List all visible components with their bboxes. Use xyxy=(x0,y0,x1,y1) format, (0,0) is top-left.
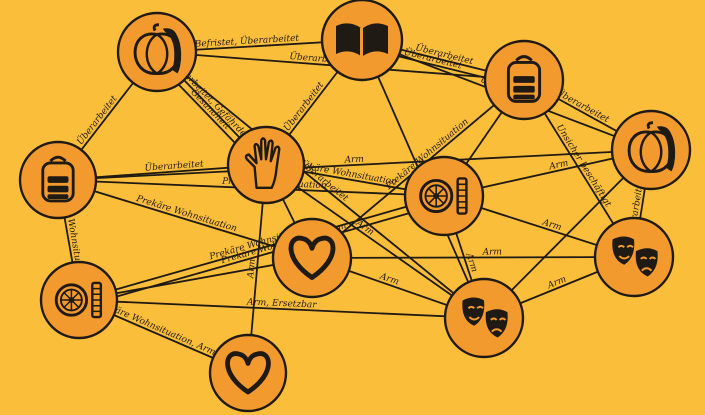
edge-n10-n7 xyxy=(78,195,445,301)
edge-label: Arm, Ersetzbar xyxy=(246,297,318,310)
nodes-layer xyxy=(18,0,692,413)
node-n4 xyxy=(18,140,98,220)
edge-n1-n9 xyxy=(156,51,485,319)
node-n2 xyxy=(320,0,404,82)
node-n9 xyxy=(443,277,525,359)
spinning-wheel-icon xyxy=(419,176,468,216)
node-n1 xyxy=(116,11,198,93)
edge-n8-n11 xyxy=(311,256,635,259)
node-circle xyxy=(593,216,675,298)
node-n6 xyxy=(610,109,692,191)
edge-n10-n9 xyxy=(78,299,485,319)
node-circle xyxy=(271,217,353,299)
edge-label: Überarbeitet xyxy=(74,93,120,147)
edge-label: Prekäre Wohnsituation xyxy=(134,194,238,235)
book-icon xyxy=(335,22,389,57)
node-n12 xyxy=(208,333,288,413)
edge-n5-n9 xyxy=(265,164,485,319)
edge-label: Überarbeitet xyxy=(144,157,204,173)
node-n8 xyxy=(271,217,353,299)
node-n7 xyxy=(403,155,485,237)
edge-label: Überarbeitet xyxy=(554,86,612,125)
node-circle xyxy=(443,277,525,359)
node-n3 xyxy=(483,39,565,121)
node-n10 xyxy=(39,260,119,340)
node-n5 xyxy=(226,125,306,205)
node-n11 xyxy=(593,216,675,298)
node-circle xyxy=(208,333,288,413)
edge-label: Überarbeitet xyxy=(281,79,327,134)
node-circle xyxy=(226,125,306,205)
edge-label: Arm xyxy=(246,259,258,280)
edge-label: Arm xyxy=(547,158,569,172)
edge-n4-n6 xyxy=(57,149,652,181)
spinning-wheel-icon xyxy=(54,281,103,319)
edge-label: Arm xyxy=(482,247,502,257)
edge-label: Arm xyxy=(343,155,364,166)
